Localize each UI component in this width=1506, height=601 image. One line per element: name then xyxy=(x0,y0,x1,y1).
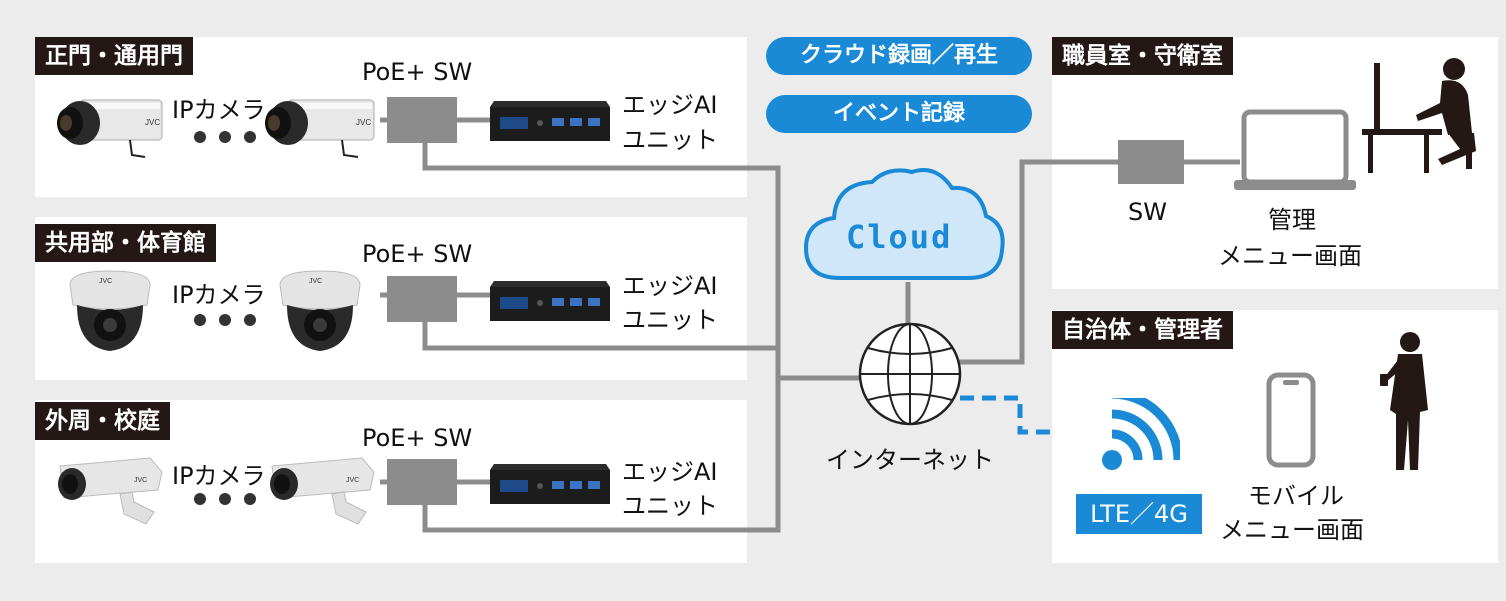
edge-label-2b: ユニット xyxy=(622,306,718,334)
ellipsis-icon xyxy=(194,314,256,326)
svg-text:JVC: JVC xyxy=(356,118,371,127)
staff-room-tag: 職員室・守衛室 xyxy=(1052,37,1233,75)
camera-label-3: IPカメラ xyxy=(172,462,266,490)
ellipsis-icon xyxy=(194,493,256,505)
box-camera-icon: JVC xyxy=(265,99,375,158)
poe-switch-icon xyxy=(387,276,457,322)
staff-switch-label: SW xyxy=(1128,198,1167,226)
dome-camera-icon: JVC xyxy=(279,270,361,351)
site-tag-1: 正門・通用門 xyxy=(35,37,193,75)
svg-text:JVC: JVC xyxy=(134,477,147,484)
svg-text:JVC: JVC xyxy=(346,477,359,484)
municipality-tag: 自治体・管理者 xyxy=(1052,311,1233,349)
svg-text:JVC: JVC xyxy=(309,278,322,285)
edge-ai-unit-icon xyxy=(490,281,610,321)
admin-menu-label-1: 管理 xyxy=(1268,206,1316,234)
smartphone-icon xyxy=(1266,372,1316,468)
svg-text:JVC: JVC xyxy=(99,278,112,285)
poe-switch-icon xyxy=(387,459,457,505)
edge-label-3a: エッジAI xyxy=(622,458,718,486)
laptop-icon xyxy=(1234,109,1356,190)
event-record-pill: イベント記録 xyxy=(766,95,1032,133)
edge-label-1b: ユニット xyxy=(622,126,718,154)
edge-ai-unit-icon xyxy=(490,464,610,504)
bullet-camera-icon: JVC xyxy=(58,457,163,525)
wireless-signal-icon xyxy=(1102,398,1180,470)
cloud-recording-pill: クラウド録画／再生 xyxy=(766,37,1032,75)
person-at-desk-icon xyxy=(1362,58,1476,173)
site-tag-3: 外周・校庭 xyxy=(35,402,170,440)
box-camera-icon: JVC xyxy=(57,99,163,158)
dome-camera-icon: JVC xyxy=(69,270,151,351)
admin-menu-label-2: メニュー画面 xyxy=(1218,242,1362,270)
bullet-camera-icon: JVC xyxy=(270,457,375,525)
edge-label-2a: エッジAI xyxy=(622,272,718,300)
poe-switch-icon xyxy=(387,97,457,143)
switch-label-3: PoE+ SW xyxy=(362,424,473,452)
globe-icon xyxy=(858,322,962,426)
switch-label-1: PoE+ SW xyxy=(362,58,473,86)
site-tag-2: 共用部・体育館 xyxy=(35,224,216,262)
edge-label-1a: エッジAI xyxy=(622,91,718,119)
edge-ai-unit-icon xyxy=(490,101,610,141)
cloud-label: Cloud xyxy=(846,218,953,256)
cloud-icon xyxy=(803,168,1005,280)
standing-person-icon xyxy=(1380,332,1428,470)
svg-text:JVC: JVC xyxy=(145,118,160,127)
camera-label-2: IPカメラ xyxy=(172,281,266,309)
lte-badge: LTE／4G xyxy=(1076,494,1202,534)
edge-label-3b: ユニット xyxy=(622,492,718,520)
mobile-menu-label-2: メニュー画面 xyxy=(1220,516,1364,544)
ellipsis-icon xyxy=(194,131,256,143)
switch-label-2: PoE+ SW xyxy=(362,240,473,268)
camera-label-1: IPカメラ xyxy=(172,96,266,124)
switch-icon xyxy=(1118,140,1184,184)
mobile-menu-label-1: モバイル xyxy=(1248,482,1344,510)
internet-label: インターネット xyxy=(826,446,994,474)
